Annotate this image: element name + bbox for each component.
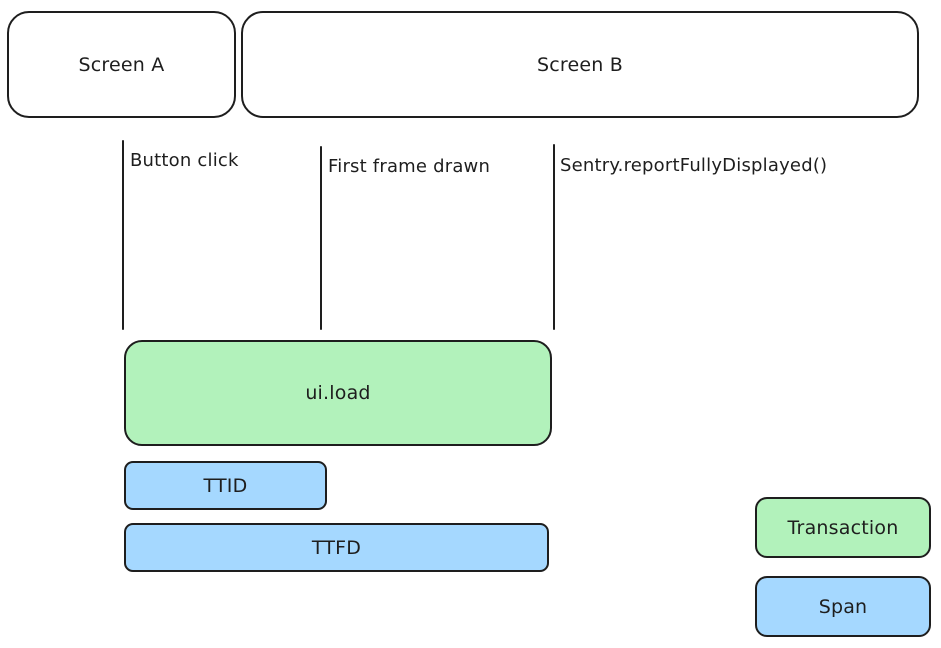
- ttfd-label: TTFD: [311, 536, 362, 559]
- ui-load-transaction: ui.load: [124, 340, 552, 446]
- button-click-marker: [122, 140, 124, 330]
- screen-b-box: Screen B: [241, 11, 919, 118]
- fully-displayed-label: Sentry.reportFullyDisplayed(): [560, 155, 828, 176]
- ttfd-span: TTFD: [124, 523, 549, 572]
- screen-a-box: Screen A: [7, 11, 236, 118]
- legend-span: Span: [755, 576, 931, 637]
- first-frame-marker: [320, 146, 322, 330]
- ttid-label: TTID: [203, 474, 248, 497]
- first-frame-label: First frame drawn: [328, 156, 491, 177]
- ui-load-label: ui.load: [305, 382, 371, 404]
- screen-b-label: Screen B: [537, 53, 623, 76]
- legend-transaction: Transaction: [755, 497, 931, 558]
- fully-displayed-marker: [553, 144, 555, 330]
- legend-span-label: Span: [818, 595, 868, 618]
- screen-a-label: Screen A: [78, 53, 165, 76]
- legend-transaction-label: Transaction: [787, 516, 899, 539]
- button-click-label: Button click: [130, 150, 239, 171]
- ttid-span: TTID: [124, 461, 327, 510]
